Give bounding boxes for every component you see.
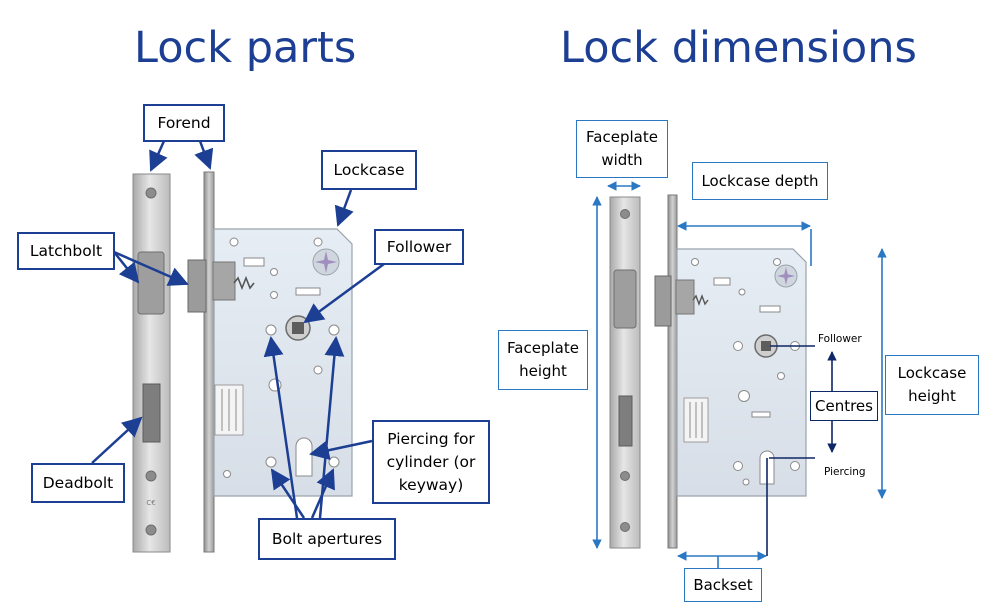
follower-arrow xyxy=(303,262,385,324)
bolt-aperture-arrow-1 xyxy=(263,336,299,519)
piercing-label: Piercing for cylinder (or keyway) xyxy=(372,420,490,504)
left-forend-edge xyxy=(203,171,215,553)
bolt-apertures-label: Bolt apertures xyxy=(258,518,396,560)
backset-label: Backset xyxy=(684,568,762,602)
left-lockcase xyxy=(212,228,353,497)
piercing-arrow xyxy=(309,439,373,461)
bolt-aperture-arrow-2 xyxy=(270,468,306,519)
right-lockcase xyxy=(675,248,807,497)
forend-label: Forend xyxy=(143,104,225,142)
centres-label: Centres xyxy=(810,391,878,421)
lockcase-depth-label: Lockcase depth xyxy=(692,162,828,200)
lockcase-height-label: Lockcase height xyxy=(885,355,979,415)
parts-arrows xyxy=(91,140,385,519)
forend-arrow-right xyxy=(194,140,214,170)
deadbolt-arrow xyxy=(91,416,143,464)
latchbolt-arrow-a xyxy=(113,251,140,284)
lockcase-arrow xyxy=(334,189,354,227)
right-latchbolt-shape xyxy=(654,275,672,327)
left-faceplate: C€ xyxy=(132,173,171,553)
piercing-small-label: Piercing xyxy=(824,466,866,478)
left-latchbolt-shape xyxy=(187,259,207,313)
latchbolt-label: Latchbolt xyxy=(17,232,115,270)
dimension-lines xyxy=(592,181,887,568)
latchbolt-arrow-b xyxy=(113,250,189,286)
right-forend-edge xyxy=(667,194,678,549)
faceplate-width-label: Faceplate width xyxy=(576,120,668,178)
lockcase-label: Lockcase xyxy=(321,150,417,190)
lock-parts-heading: Lock parts xyxy=(134,23,357,73)
centres-lines xyxy=(766,345,837,556)
right-lock xyxy=(609,194,807,549)
left-lock: C€ xyxy=(132,171,353,553)
follower-small-label: Follower xyxy=(818,333,862,345)
bolt-aperture-arrow-4 xyxy=(318,336,345,519)
faceplate-height-label: Faceplate height xyxy=(498,330,588,390)
lock-dimensions-heading: Lock dimensions xyxy=(560,23,917,73)
follower-label: Follower xyxy=(374,229,464,265)
forend-arrow-left xyxy=(149,140,168,172)
svg-text:C€: C€ xyxy=(146,499,155,507)
deadbolt-label: Deadbolt xyxy=(31,463,125,503)
right-faceplate xyxy=(609,196,641,549)
